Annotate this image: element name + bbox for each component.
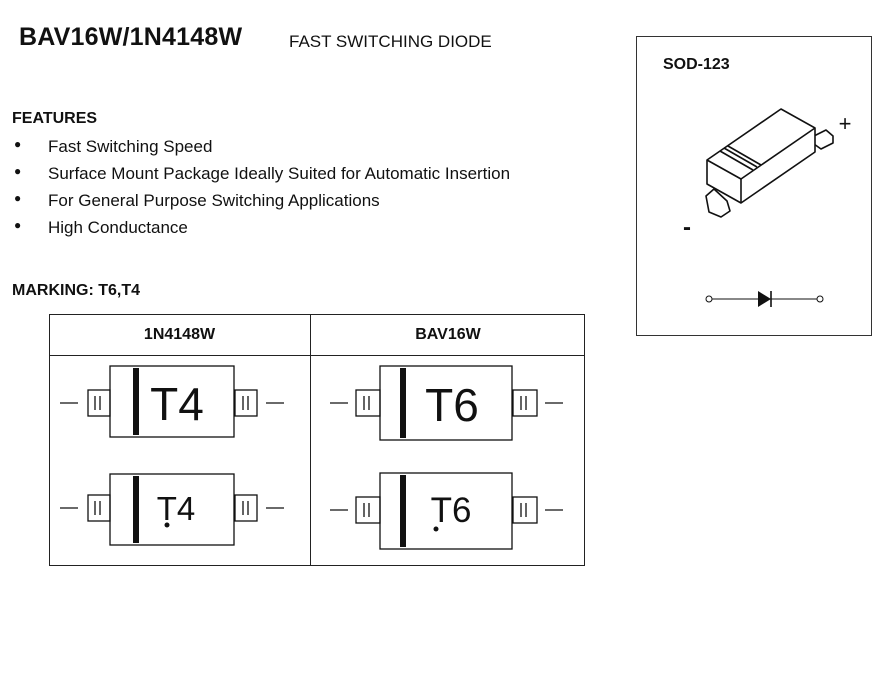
diode-symbol-icon [705,291,824,307]
feature-text: Surface Mount Package Ideally Suited for… [48,164,511,183]
anode-plus-label: + [839,111,852,136]
features-heading: FEATURES [12,110,98,127]
bullet-dot-icon: ● [14,164,22,178]
package-name: SOD-123 [663,56,730,73]
marking-table [49,314,585,566]
column-header-1n4148w: 1N4148W [143,326,216,343]
bullet-dot-icon: ● [14,218,22,232]
table-header-divider [49,355,585,356]
date-dot-icon [164,522,170,528]
package-marking-diagram [330,472,563,550]
feature-text: Fast Switching Speed [48,137,213,156]
cathode-band [133,476,139,543]
part-title: BAV16W/1N4148W [19,23,243,51]
package-marking-diagram [60,473,284,546]
column-header-bav16w: BAV16W [415,326,481,343]
package-marking-diagram [330,365,563,441]
cathode-band [400,475,406,547]
feature-text: For General Purpose Switching Applicatio… [48,191,380,210]
bullet-dot-icon: ● [14,137,22,151]
marking-code: T6 [431,491,472,530]
marking-code: T4 [157,490,196,527]
bullet-dot-icon: ● [14,191,22,205]
marking-heading: MARKING: T6,T4 [12,282,140,299]
package-marking-diagram [60,365,284,438]
cathode-band [400,368,406,438]
cathode-minus-label: - [683,214,691,241]
date-dot-icon [433,526,439,532]
marking-code: T4 [150,378,204,430]
part-description: FAST SWITCHING DIODE [289,32,492,51]
feature-text: High Conductance [48,218,188,237]
cathode-band [133,368,139,435]
package-outline-box [636,36,872,336]
marking-code: T6 [425,379,479,431]
table-column-divider [310,314,311,566]
